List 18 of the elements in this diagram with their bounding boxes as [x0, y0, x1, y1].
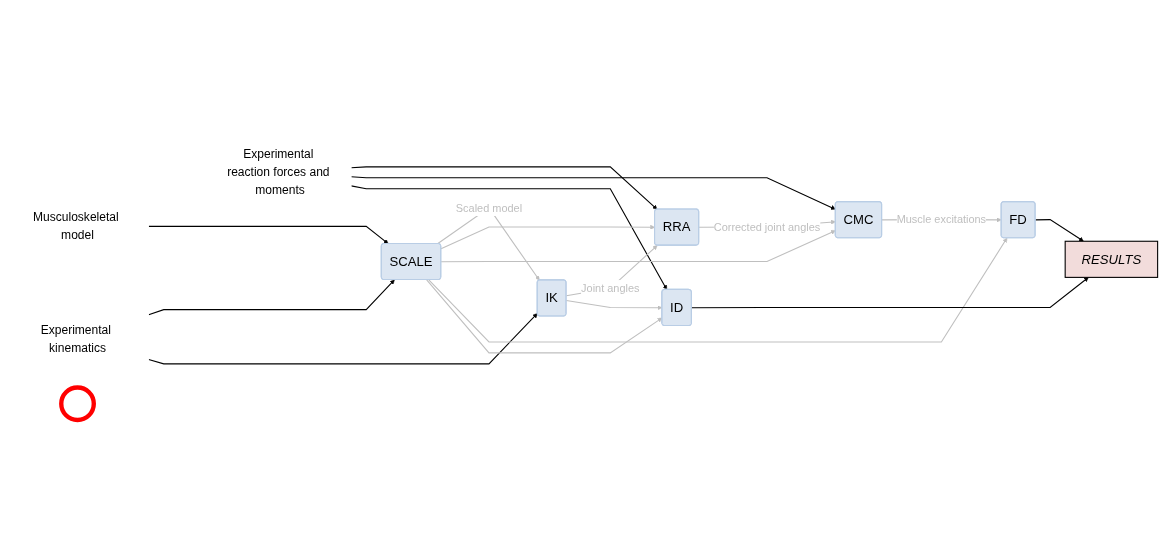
edge-label: Muscle excitations [896, 213, 987, 226]
node-text: Musculoskeletal model [33, 210, 119, 243]
arrow [350, 166, 658, 210]
node-ellipse [59, 385, 96, 423]
arrow [428, 237, 1008, 343]
node-box: RESULTS [1064, 240, 1159, 278]
node-text: Experimental kinematics [40, 323, 111, 356]
edge-label: Joint angles [581, 282, 640, 295]
node-text: Experimental reaction forces and moments [227, 147, 330, 198]
edge-label: Scaled model [455, 201, 523, 214]
arrow [440, 230, 836, 263]
edge-label: Corrected joint angles [713, 221, 821, 234]
arrow [350, 185, 668, 290]
arrow [148, 313, 538, 365]
arrow [148, 225, 389, 244]
arrow [691, 277, 1089, 309]
arrow [350, 176, 836, 210]
arrow [148, 279, 395, 316]
